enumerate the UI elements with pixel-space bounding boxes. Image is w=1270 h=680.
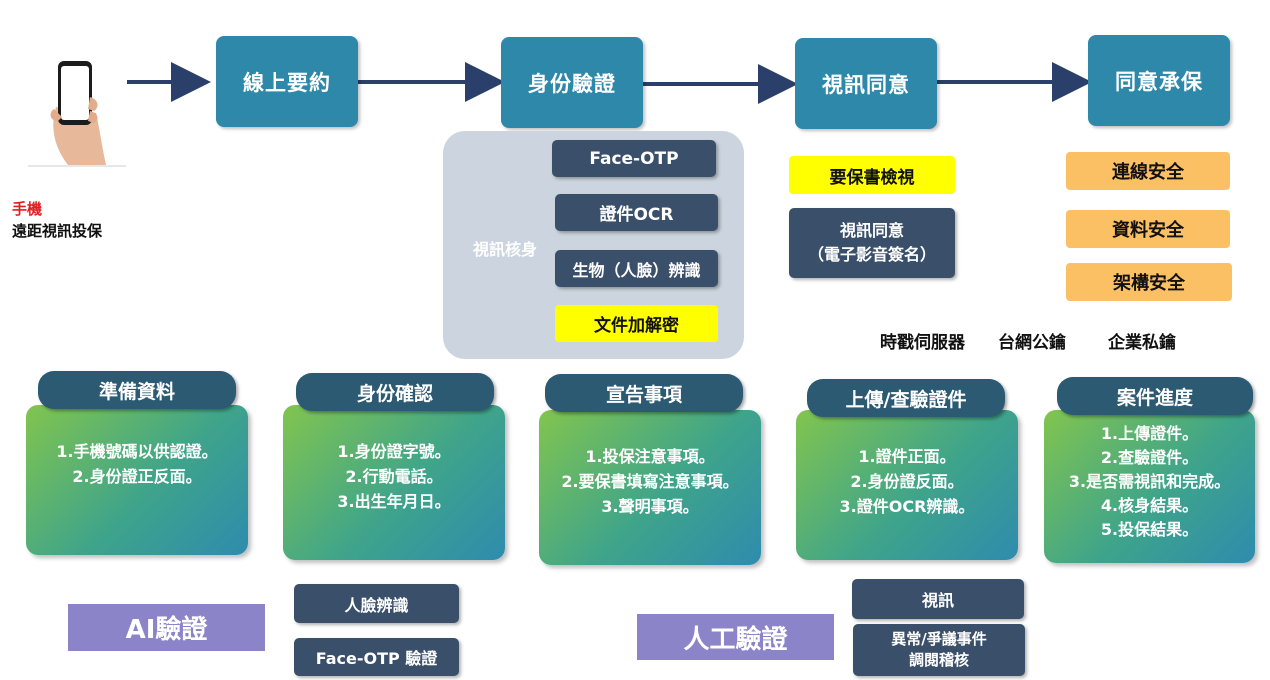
panel-identity-confirm: 1.身份證字號。 2.行動電話。 3.出生年月日。 — [283, 405, 505, 560]
panel-line: 1.上傳證件。 — [1100, 424, 1199, 443]
stage-video-consent: 視訊同意 — [795, 38, 937, 129]
panel-line: 1.投保注意事項。 — [585, 447, 715, 466]
key-timestamp-server: 時戳伺服器 — [880, 333, 965, 353]
stage-identity-verification: 身份驗證 — [501, 37, 643, 128]
manual-verification-tag: 人工驗證 — [637, 614, 834, 660]
security-architecture: 架構安全 — [1066, 263, 1232, 301]
panel-declarations: 1.投保注意事項。 2.要保書填寫注意事項。 3.聲明事項。 — [539, 410, 761, 565]
identity-group-label: 視訊核身 — [472, 240, 537, 259]
consent-policy-review: 要保書檢視 — [789, 156, 955, 194]
ai-face-otp-verification: Face-OTP 驗證 — [294, 638, 459, 676]
panel-line: 2.身份證正反面。 — [72, 467, 202, 486]
panel-line: 3.出生年月日。 — [337, 492, 451, 511]
panel-line: 3.證件OCR辨識。 — [839, 497, 975, 516]
panel-line: 4.核身結果。 — [1100, 496, 1199, 515]
security-data: 資料安全 — [1066, 210, 1230, 248]
panel-line: 1.手機號碼以供認證。 — [56, 442, 218, 461]
identity-file-encryption: 文件加解密 — [555, 305, 718, 342]
panel-header-declarations: 宣告事項 — [545, 374, 743, 412]
manual-video: 視訊 — [852, 579, 1024, 619]
phone-label-red: 手機 — [12, 200, 43, 218]
panel-header-identity-confirm: 身份確認 — [296, 373, 494, 411]
security-connection: 連線安全 — [1066, 152, 1230, 190]
manual-dispute-audit: 異常/爭議事件 調閱稽核 — [853, 624, 1025, 676]
consent-box-line1: 視訊同意 — [839, 221, 904, 240]
panel-line: 5.投保結果。 — [1100, 520, 1199, 539]
identity-face-otp: Face-OTP — [552, 140, 716, 177]
panel-prepare-data: 1.手機號碼以供認證。 2.身份證正反面。 — [26, 405, 248, 555]
phone-label-text: 遠距視訊投保 — [12, 222, 103, 240]
phone-illustration — [28, 47, 126, 167]
panel-line: 2.身份證反面。 — [850, 472, 964, 491]
panel-upload-documents: 1.證件正面。 2.身份證反面。 3.證件OCR辨識。 — [796, 410, 1018, 560]
stage-online-offer: 線上要約 — [216, 36, 358, 127]
ai-verification-tag: AI驗證 — [68, 604, 265, 651]
panel-line: 2.查驗證件。 — [1100, 448, 1199, 467]
panel-line: 2.行動電話。 — [345, 467, 443, 486]
ai-face-recognition: 人臉辨識 — [294, 584, 459, 623]
panel-line: 1.身份證字號。 — [337, 442, 451, 461]
identity-document-ocr: 證件OCR — [555, 194, 718, 231]
panel-case-progress: 1.上傳證件。 2.查驗證件。 3.是否需視訊和完成。 4.核身結果。 5.投保… — [1044, 410, 1255, 563]
stage-underwriting-approval: 同意承保 — [1088, 35, 1230, 126]
consent-video-e-signature: 視訊同意 （電子影音簽名） — [789, 208, 955, 278]
panel-line: 3.聲明事項。 — [601, 497, 699, 516]
manual-dispute-line1: 異常/爭議事件 — [891, 630, 987, 648]
panel-header-case-progress: 案件進度 — [1057, 377, 1253, 415]
panel-line: 2.要保書填寫注意事項。 — [561, 472, 739, 491]
phone-label: 手機 遠距視訊投保 — [12, 198, 172, 242]
identity-face-biometric: 生物（人臉）辨識 — [555, 250, 718, 287]
panel-line: 1.證件正面。 — [858, 447, 956, 466]
panel-header-prepare-data: 準備資料 — [38, 371, 236, 409]
phone-in-hand-icon — [28, 47, 126, 167]
panel-line: 3.是否需視訊和完成。 — [1068, 472, 1231, 491]
consent-box-line2: （電子影音簽名） — [807, 245, 936, 264]
manual-dispute-line2: 調閱稽核 — [908, 651, 969, 669]
key-twca-public-key: 台網公鑰 — [998, 333, 1066, 353]
key-enterprise-private-key: 企業私鑰 — [1108, 333, 1176, 353]
panel-header-upload-documents: 上傳/查驗證件 — [807, 379, 1005, 417]
